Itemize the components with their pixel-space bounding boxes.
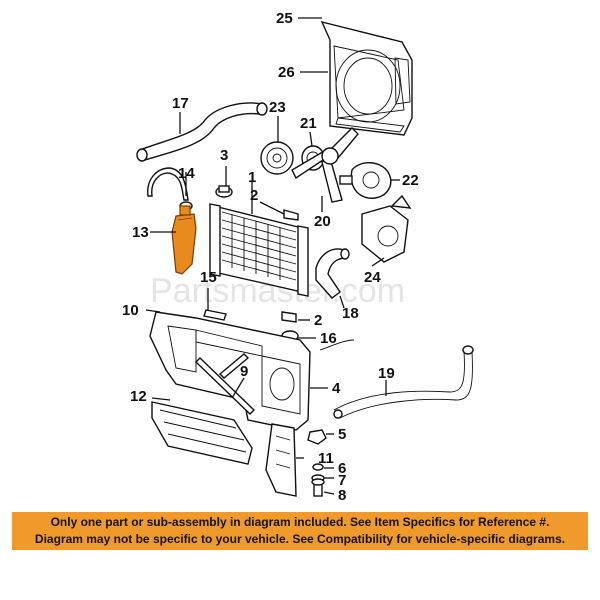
callout-14: 14 <box>178 165 195 182</box>
fan-shroud <box>320 20 413 136</box>
brace <box>195 353 255 415</box>
callout-16: 16 <box>320 330 337 347</box>
callout-25: 25 <box>276 10 293 27</box>
compatibility-notice: Only one part or sub-assembly in diagram… <box>12 512 588 550</box>
bolt <box>311 478 325 497</box>
clip <box>203 309 227 321</box>
callout-9: 9 <box>240 363 248 380</box>
radiator-bracket-upper <box>283 209 299 221</box>
callout-3: 3 <box>220 147 228 164</box>
leader-lines <box>145 17 400 495</box>
water-outlet <box>361 194 412 263</box>
radiator <box>209 203 309 297</box>
callout-19: 19 <box>378 365 395 382</box>
callout-17: 17 <box>172 95 189 112</box>
notice-line-1: Only one part or sub-assembly in diagram… <box>50 515 550 529</box>
notice-line-2: Diagram may not be specific to your vehi… <box>34 532 566 546</box>
nut <box>307 429 327 445</box>
callout-7: 7 <box>338 472 346 489</box>
radiator-cap <box>215 185 233 198</box>
callout-23: 23 <box>269 99 286 116</box>
callout-21: 21 <box>300 115 317 132</box>
callout-20: 20 <box>314 213 331 230</box>
callout-12: 12 <box>130 388 147 405</box>
air-deflector <box>151 401 253 465</box>
callout-6: 6 <box>338 460 346 477</box>
water-pump-pulley <box>260 141 294 175</box>
callout-5: 5 <box>338 426 346 443</box>
callout-26: 26 <box>278 64 295 81</box>
callout-2-lower: 2 <box>314 312 322 329</box>
baffle <box>265 423 297 497</box>
insulator-small <box>312 463 324 471</box>
transmission-cooler-lines <box>319 339 474 419</box>
callout-11: 11 <box>318 450 334 467</box>
fan-blade <box>291 127 359 203</box>
coolant-reservoir <box>171 205 197 275</box>
callout-13: 13 <box>132 224 149 241</box>
water-pump <box>339 162 392 199</box>
callout-4: 4 <box>332 380 341 397</box>
callout-numbers: 25 26 17 23 21 22 3 14 1 2 20 13 24 18 1… <box>122 10 419 504</box>
upper-radiator-hose <box>136 102 268 162</box>
lower-radiator-hose <box>315 248 350 299</box>
callout-24: 24 <box>364 269 381 286</box>
callout-22: 22 <box>402 172 419 189</box>
callout-18: 18 <box>342 305 359 322</box>
callout-2-upper: 2 <box>250 187 258 204</box>
callout-15: 15 <box>200 269 217 286</box>
radiator-bracket-lower <box>281 311 297 323</box>
callout-8: 8 <box>338 487 346 504</box>
callout-1: 1 <box>248 169 256 186</box>
callout-10: 10 <box>122 302 139 319</box>
